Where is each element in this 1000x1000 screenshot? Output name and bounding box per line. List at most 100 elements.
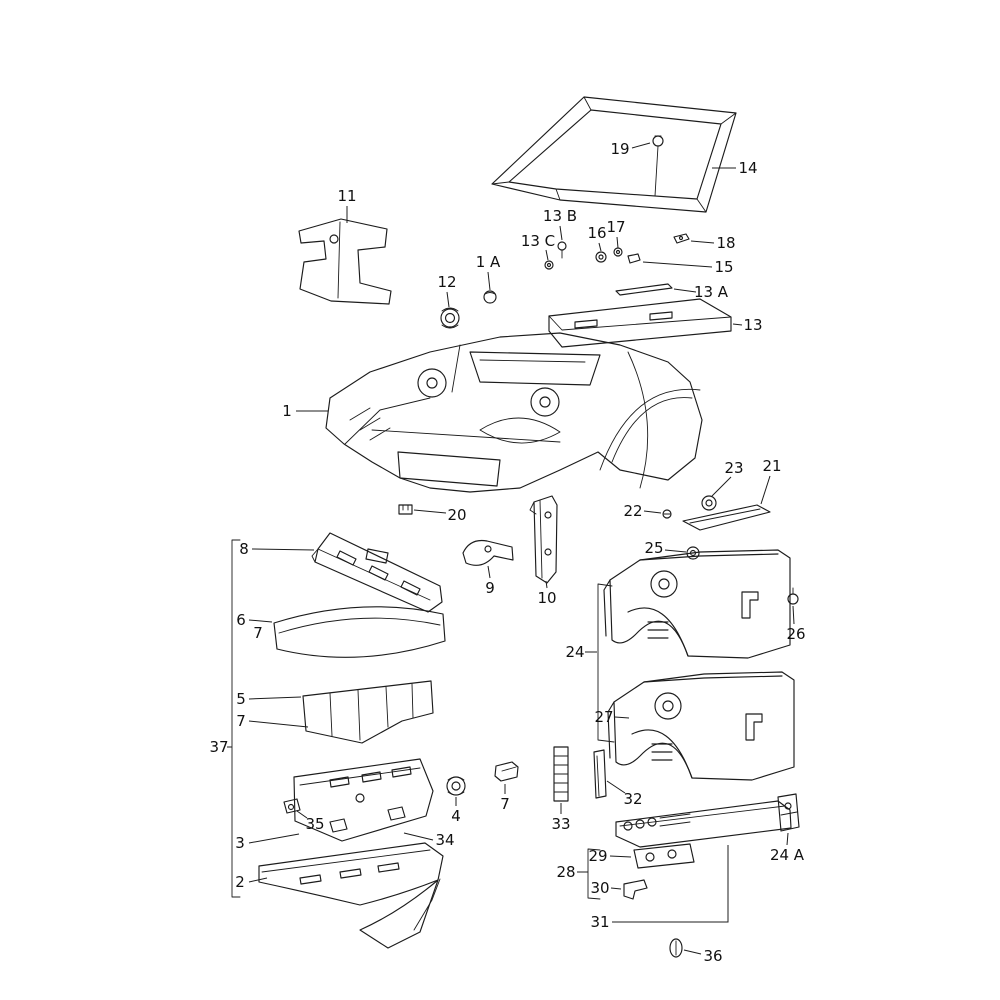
- part-plug-12: [440, 307, 460, 329]
- leader-line-2: [248, 877, 268, 883]
- callout-29: 29: [588, 847, 607, 865]
- part-panel-5: [302, 680, 434, 744]
- part-windshield-frame-14: [491, 96, 737, 213]
- callout-22: 22: [623, 502, 642, 520]
- leader-line-17: [616, 236, 619, 249]
- part-screw-13b: [557, 241, 567, 259]
- part-panel-6: [273, 606, 446, 658]
- callout-16: 16: [587, 224, 606, 242]
- leader-line-32: [606, 780, 626, 794]
- callout-32: 32: [623, 790, 642, 808]
- callout-7: 7: [253, 624, 263, 642]
- callout-17: 17: [606, 218, 625, 236]
- part-bracket-24a: [777, 793, 800, 832]
- callout-35: 35: [305, 815, 324, 833]
- callout-7: 7: [500, 795, 510, 813]
- leader-line-21: [760, 475, 771, 505]
- leader-line-29: [609, 855, 632, 858]
- leader-line-9: [487, 565, 491, 579]
- callout-20: 20: [447, 506, 466, 524]
- callout-13A: 13 A: [694, 283, 729, 301]
- part-side-member-28: [615, 800, 792, 848]
- part-panel-3: [293, 758, 434, 842]
- callout-37: 37: [209, 738, 228, 756]
- part-plug-26: [787, 587, 799, 605]
- bracket-line-24: [597, 583, 615, 743]
- part-strip-13a: [615, 283, 673, 296]
- callout-12: 12: [437, 273, 456, 291]
- part-valance-2: [258, 842, 444, 949]
- callout-18: 18: [716, 234, 735, 252]
- callout-8: 8: [239, 540, 249, 558]
- callout-31: 31: [590, 913, 609, 931]
- callout-27: 27: [594, 708, 613, 726]
- leader-line-31: [612, 845, 729, 923]
- callout-19: 19: [610, 140, 629, 158]
- leader-line-23: [711, 476, 732, 497]
- part-clip-7: [494, 761, 519, 782]
- part-bracket-10: [529, 495, 558, 584]
- callout-24: 24: [565, 643, 584, 661]
- callout-13: 13: [743, 316, 762, 334]
- part-washer-17: [613, 247, 623, 257]
- part-front-body-1: [325, 332, 703, 493]
- leader-line-24A: [786, 832, 789, 846]
- callout-34: 34: [435, 831, 454, 849]
- leader-line-1A: [487, 271, 491, 291]
- leader-line-27: [614, 716, 630, 719]
- part-clamp-20: [398, 504, 413, 515]
- callout-33: 33: [551, 815, 570, 833]
- callout-1: 1: [282, 402, 292, 420]
- leader-line-18: [690, 240, 715, 244]
- callout-9: 9: [485, 579, 495, 597]
- callout-24A: 24 A: [770, 846, 805, 864]
- part-clip-15: [627, 253, 641, 264]
- callout-26: 26: [786, 625, 805, 643]
- part-strip-32: [593, 749, 607, 799]
- leader-line-15: [642, 261, 713, 268]
- callout-2: 2: [235, 873, 245, 891]
- leader-line-3: [248, 833, 300, 844]
- part-wheel-housing-27: [607, 671, 795, 781]
- part-clip-18: [673, 233, 690, 244]
- leader-line-6: [248, 619, 273, 623]
- part-nut-16: [595, 251, 607, 263]
- leader-line-7: [248, 720, 309, 728]
- callout-15: 15: [714, 258, 733, 276]
- callout-25: 25: [644, 539, 663, 557]
- leader-line-30: [610, 887, 622, 890]
- part-crossmember-8: [311, 532, 443, 613]
- callout-21: 21: [762, 457, 781, 475]
- leader-line-20: [413, 509, 447, 514]
- leader-line-12: [446, 291, 450, 308]
- callout-28: 28: [556, 863, 575, 881]
- part-screw-19: [652, 135, 664, 197]
- callout-13B: 13 B: [543, 207, 577, 225]
- leader-line-16: [598, 242, 602, 252]
- part-plug-23: [701, 495, 717, 511]
- part-grommet-1a: [483, 290, 497, 304]
- leader-line-13A: [673, 288, 697, 293]
- leader-line-22: [643, 510, 662, 514]
- bracket-line-28: [587, 848, 601, 900]
- callout-11: 11: [337, 187, 356, 205]
- part-bracket-29: [633, 843, 695, 869]
- leader-line-13C: [545, 249, 549, 261]
- leader-line-34: [403, 832, 434, 841]
- callout-3: 3: [235, 834, 245, 852]
- part-grommet-36: [669, 938, 683, 958]
- artwork-layer: [231, 96, 800, 958]
- callout-4: 4: [451, 807, 461, 825]
- callout-6: 6: [236, 611, 246, 629]
- callout-23: 23: [724, 459, 743, 477]
- leader-line-10: [545, 580, 548, 589]
- part-wheel-housing-24: [603, 549, 791, 659]
- callout-10: 10: [537, 589, 556, 607]
- callout-30: 30: [590, 879, 609, 897]
- callout-7: 7: [236, 712, 246, 730]
- bracket-line-37: [231, 539, 241, 898]
- part-cowl-panel-13: [548, 298, 732, 348]
